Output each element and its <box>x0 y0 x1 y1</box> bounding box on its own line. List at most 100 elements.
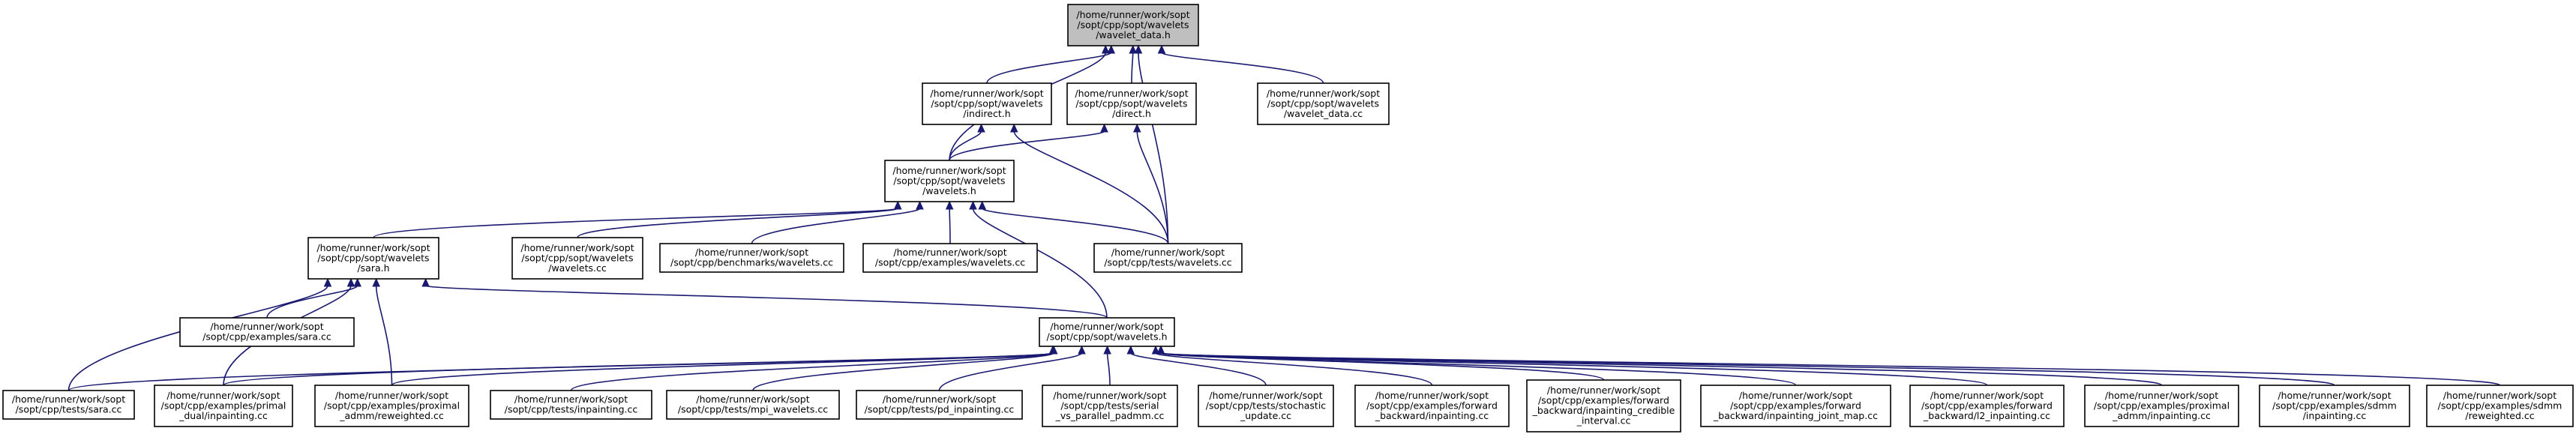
node-box[interactable] <box>307 237 439 280</box>
node-label-line: /reweighted.cc <box>2465 410 2534 421</box>
file-node-wavelets-wavelets-h[interactable]: /home/runner/work/sopt/sopt/cpp/sopt/wav… <box>884 160 1015 202</box>
node-box[interactable] <box>922 82 1052 125</box>
dependency-edge <box>938 352 1083 391</box>
file-node-proximal-admm-reweighted[interactable]: /home/runner/work/sopt/sopt/cpp/examples… <box>314 385 469 427</box>
dependency-edge <box>1013 130 1169 244</box>
node-box[interactable] <box>511 237 643 280</box>
file-node-wavelet-data-cc[interactable]: /home/runner/work/sopt/sopt/cpp/sopt/wav… <box>1257 82 1390 125</box>
node-label-line: /home/runner/work/sopt <box>883 394 996 405</box>
node-label-line: /home/runner/work/sopt <box>696 394 809 405</box>
arrowhead-icon <box>969 200 977 210</box>
node-label-line: /sopt/cpp/benchmarks/wavelets.cc <box>670 257 833 268</box>
file-node-examples-sara-cc[interactable]: /home/runner/work/sopt/sopt/cpp/examples… <box>179 317 355 347</box>
node-box[interactable] <box>862 243 1038 273</box>
node-label-line: /sopt/cpp/sopt/wavelets <box>1267 97 1379 109</box>
node-label-line: /home/runner/work/sopt <box>893 247 1006 258</box>
node-box[interactable] <box>1198 385 1334 427</box>
node-label-line: /home/runner/work/sopt <box>210 321 323 332</box>
node-label-line: /home/runner/work/sopt <box>1111 247 1225 258</box>
node-label-line: /sopt/cpp/examples/wavelets.cc <box>875 257 1025 268</box>
node-box[interactable] <box>2 390 135 420</box>
node-label-line: /home/runner/work/sopt <box>1375 390 1489 401</box>
node-label-line: _admm/reweighted.cc <box>339 410 444 421</box>
node-box[interactable] <box>1093 243 1243 273</box>
arrowhead-icon <box>1157 44 1166 54</box>
node-box[interactable] <box>1526 379 1681 433</box>
node-label-line: /wavelets.cc <box>548 262 607 274</box>
dependency-edge <box>1106 352 1111 386</box>
node-box[interactable] <box>1066 82 1197 125</box>
file-node-wavelet-data-h[interactable]: /home/runner/work/sopt/sopt/cpp/sopt/wav… <box>1067 4 1199 46</box>
node-box[interactable] <box>1909 385 2065 427</box>
node-box[interactable] <box>2426 385 2574 427</box>
arrowhead-icon <box>1134 44 1143 54</box>
file-node-tests-serial-vs-parallel[interactable]: /home/runner/work/sopt/sopt/cpp/tests/se… <box>1042 385 1178 427</box>
file-node-examples-wavelets-cc[interactable]: /home/runner/work/sopt/sopt/cpp/examples… <box>862 243 1038 273</box>
node-box[interactable] <box>659 243 844 273</box>
file-node-fb-inpainting-joint-map[interactable]: /home/runner/work/sopt/sopt/cpp/examples… <box>1700 385 1891 427</box>
node-label-line: /home/runner/work/sopt <box>166 390 280 401</box>
file-node-fb-inpainting[interactable]: /home/runner/work/sopt/sopt/cpp/examples… <box>1354 385 1510 427</box>
node-box[interactable] <box>314 385 469 427</box>
node-label-line: /home/runner/work/sopt <box>930 88 1043 99</box>
arrowhead-icon <box>1078 345 1086 355</box>
file-node-direct-h[interactable]: /home/runner/work/sopt/sopt/cpp/sopt/wav… <box>1066 82 1197 125</box>
node-box[interactable] <box>154 385 293 427</box>
file-node-sdmm-inpainting[interactable]: /home/runner/work/sopt/sopt/cpp/examples… <box>2259 385 2410 427</box>
node-label-line: _dual/inpainting.cc <box>178 410 268 421</box>
node-label-line: /sopt/cpp/tests/wavelets.cc <box>1104 257 1231 268</box>
file-node-indirect-h[interactable]: /home/runner/work/sopt/sopt/cpp/sopt/wav… <box>922 82 1052 125</box>
file-node-tests-pd-inpainting-cc[interactable]: /home/runner/work/sopt/sopt/cpp/tests/pd… <box>856 390 1023 420</box>
node-box[interactable] <box>1042 385 1178 427</box>
node-label-line: /sopt/cpp/examples/forward <box>1730 400 1861 411</box>
node-label-line: /home/runner/work/sopt <box>316 242 430 253</box>
file-node-fb-inpainting-credible[interactable]: /home/runner/work/sopt/sopt/cpp/examples… <box>1526 379 1681 433</box>
arrowhead-icon <box>1133 123 1141 133</box>
node-box[interactable] <box>884 160 1015 202</box>
dependency-edge <box>391 352 1054 386</box>
node-label-line: /home/runner/work/sopt <box>695 247 808 258</box>
node-box[interactable] <box>1067 4 1199 46</box>
file-node-primal-dual-inpainting[interactable]: /home/runner/work/sopt/sopt/cpp/examples… <box>154 385 293 427</box>
node-label-line: /sopt/cpp/examples/forward <box>1538 395 1669 406</box>
node-box[interactable] <box>856 390 1023 420</box>
node-label-line: /home/runner/work/sopt <box>1075 88 1188 99</box>
file-node-tests-stochastic-update[interactable]: /home/runner/work/sopt/sopt/cpp/tests/st… <box>1198 385 1334 427</box>
node-label-line: /sopt/cpp/sopt/wavelets <box>1075 97 1187 109</box>
file-node-tests-sara-cc[interactable]: /home/runner/work/sopt/sopt/cpp/tests/sa… <box>2 390 135 420</box>
arrowhead-icon <box>323 277 332 287</box>
node-label-line: /sopt/cpp/tests/pd_inpainting.cc <box>865 404 1015 415</box>
node-box[interactable] <box>179 317 355 347</box>
file-node-tests-inpainting-cc[interactable]: /home/runner/work/sopt/sopt/cpp/tests/in… <box>490 390 652 420</box>
node-label-line: /home/runner/work/sopt <box>2105 390 2218 401</box>
node-label-line: /home/runner/work/sopt <box>1209 390 1322 401</box>
node-label-line: _backward/inpainting.cc <box>1375 410 1489 421</box>
node-box[interactable] <box>2259 385 2410 427</box>
file-node-tests-wavelets-cc[interactable]: /home/runner/work/sopt/sopt/cpp/tests/wa… <box>1093 243 1243 273</box>
node-box[interactable] <box>1039 317 1175 347</box>
node-label-line: _backward/inpainting_joint_map.cc <box>1713 410 1878 421</box>
node-box[interactable] <box>1354 385 1510 427</box>
node-box[interactable] <box>666 390 840 420</box>
arrowhead-icon <box>1100 123 1108 133</box>
dependency-edge <box>373 208 898 238</box>
file-node-sdmm-reweighted[interactable]: /home/runner/work/sopt/sopt/cpp/examples… <box>2426 385 2574 427</box>
node-box[interactable] <box>1257 82 1390 125</box>
file-node-fb-l2-inpainting[interactable]: /home/runner/work/sopt/sopt/cpp/examples… <box>1909 385 2065 427</box>
arrowhead-icon <box>1107 44 1116 54</box>
file-node-sara-h[interactable]: /home/runner/work/sopt/sopt/cpp/sopt/wav… <box>307 237 439 280</box>
node-label-line: /sara.h <box>357 262 389 274</box>
file-node-sopt-wavelets-h[interactable]: /home/runner/work/sopt/sopt/cpp/sopt/wav… <box>1039 317 1175 347</box>
node-label-line: /sopt/cpp/sopt/wavelets <box>1077 19 1189 30</box>
file-node-bench-wavelets-cc[interactable]: /home/runner/work/sopt/sopt/cpp/benchmar… <box>659 243 844 273</box>
file-node-tests-mpi-wavelets-cc[interactable]: /home/runner/work/sopt/sopt/cpp/tests/mp… <box>666 390 840 420</box>
node-box[interactable] <box>490 390 652 420</box>
node-label-line: /sopt/cpp/examples/sara.cc <box>202 331 331 343</box>
dependency-edge <box>981 208 1169 244</box>
node-box[interactable] <box>1700 385 1891 427</box>
node-box[interactable] <box>2084 385 2239 427</box>
node-label-line: /home/runner/work/sopt <box>1050 321 1163 332</box>
dependency-edge <box>949 130 982 161</box>
file-node-proximal-admm-inpainting[interactable]: /home/runner/work/sopt/sopt/cpp/examples… <box>2084 385 2239 427</box>
file-node-wavelets-wavelets-cc[interactable]: /home/runner/work/sopt/sopt/cpp/sopt/wav… <box>511 237 643 280</box>
